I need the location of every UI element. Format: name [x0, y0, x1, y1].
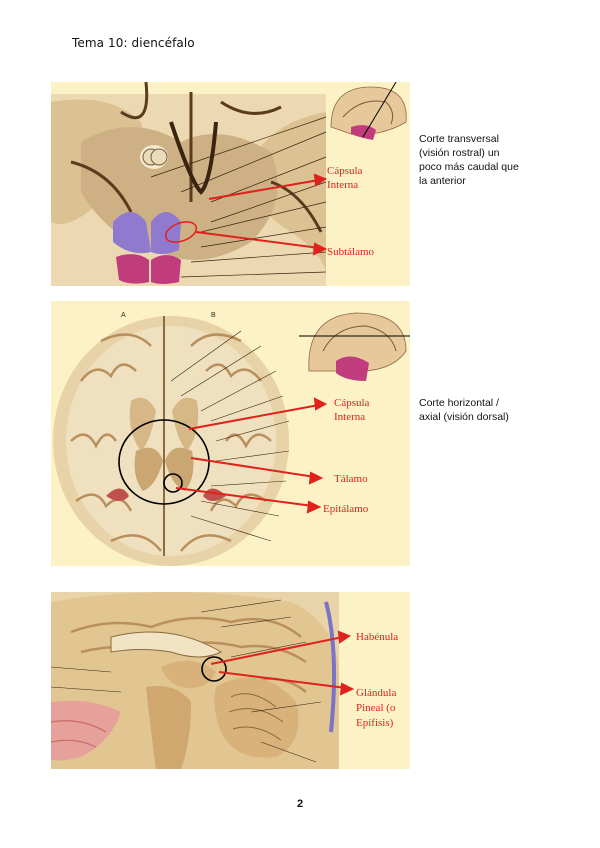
- label-habenula: Habénula: [356, 631, 398, 643]
- caption-line: poco más caudal que: [419, 161, 519, 173]
- label-interna: Interna: [327, 179, 358, 191]
- horizontal-brain-illustration: A B Cápsula Interna Tála: [51, 301, 410, 566]
- label-epitalamo: Epitálamo: [323, 503, 369, 515]
- coronal-brain-illustration: Cápsula Interna Subtálamo: [51, 82, 410, 286]
- caption-line: Corte transversal: [419, 133, 499, 145]
- label-talamo: Tálamo: [334, 473, 368, 485]
- label-glandula: Glándula: [356, 687, 396, 699]
- caption-line: (visión rostral) un: [419, 147, 500, 159]
- caption-line: Corte horizontal /: [419, 397, 499, 409]
- marker-b: B: [211, 312, 216, 319]
- figure-horizontal-section: A B Cápsula Interna Tála: [51, 301, 410, 566]
- label-capsula: Cápsula: [334, 397, 370, 409]
- label-pineal: Pineal (o: [356, 702, 396, 714]
- figure-sagittal-section: Habénula Glándula Pineal (o Epífisis): [51, 592, 410, 769]
- caption-line: la anterior: [419, 175, 466, 187]
- label-interna: Interna: [334, 411, 365, 423]
- sagittal-brain-illustration: Habénula Glándula Pineal (o Epífisis): [51, 592, 410, 769]
- figure-coronal-section: Cápsula Interna Subtálamo: [51, 82, 410, 286]
- page-number: 2: [296, 798, 304, 810]
- label-epifisis: Epífisis): [356, 717, 394, 729]
- label-subtalamo: Subtálamo: [327, 246, 375, 258]
- page-title: Tema 10: diencéfalo: [72, 36, 195, 50]
- caption-figure-2: Corte horizontal / axial (visión dorsal): [419, 396, 539, 424]
- caption-line: axial (visión dorsal): [419, 411, 509, 423]
- marker-a: A: [121, 312, 126, 319]
- caption-figure-1: Corte transversal (visión rostral) un po…: [419, 132, 539, 188]
- label-capsula: Cápsula: [327, 165, 363, 177]
